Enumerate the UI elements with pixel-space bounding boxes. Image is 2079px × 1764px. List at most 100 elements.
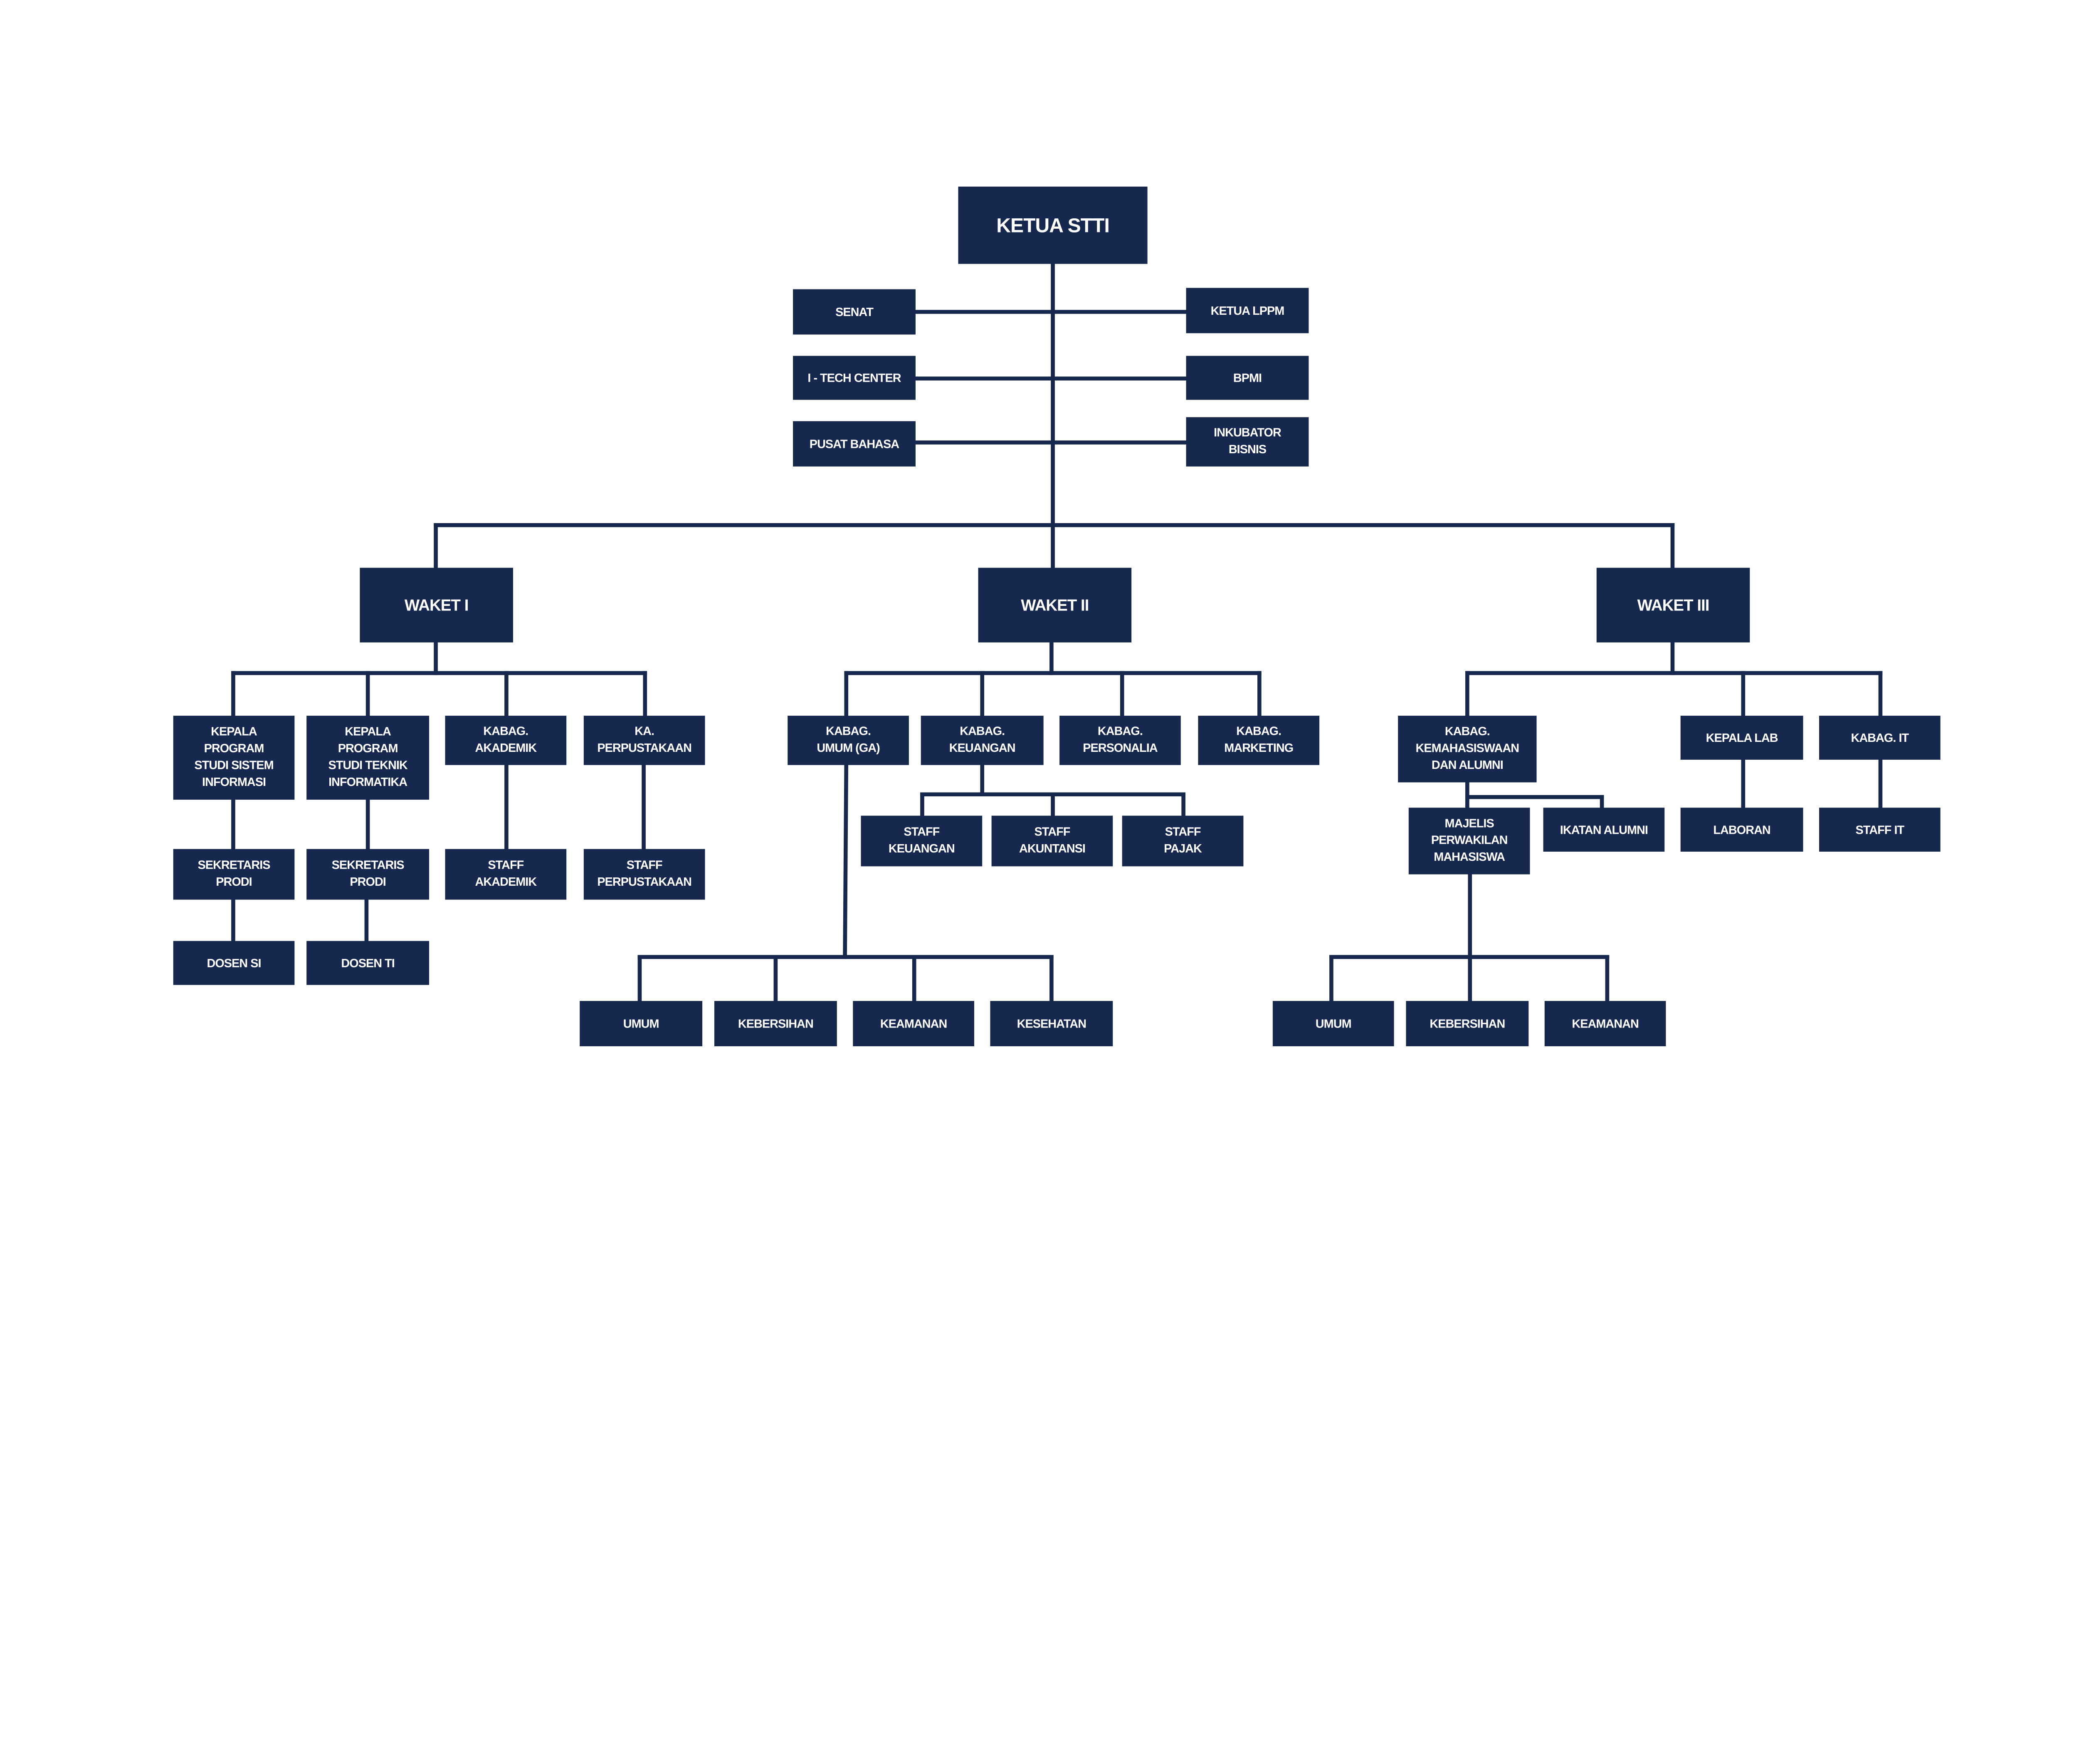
node-label: BPMI (1233, 372, 1262, 385)
node-label: IKATAN ALUMNI (1560, 823, 1648, 837)
node-box (861, 815, 983, 867)
node-label: PUSAT BAHASA (810, 437, 899, 451)
org-node-kabag-umum: KABAG.UMUM (GA) (788, 716, 909, 765)
node-box (360, 568, 513, 642)
node-label: AKADEMIK (475, 741, 537, 755)
node-label: KEBERSIHAN (1430, 1018, 1505, 1031)
node-label: PAJAK (1164, 842, 1202, 855)
node-box (1543, 808, 1665, 852)
org-node-umum-ga: UMUM (580, 1001, 703, 1047)
node-label: PRODI (216, 875, 252, 889)
node-label: KABAG. (483, 724, 528, 738)
node-box (306, 716, 430, 800)
org-node-bpmi: BPMI (1186, 356, 1309, 400)
node-box (958, 186, 1148, 264)
node-label: KEMAHASISWAAN (1416, 741, 1519, 755)
org-chart: KETUA STTI SENAT KETUA LPPM I - TECH CENTER… (173, 186, 1941, 1047)
org-node-keamanan-ga: KEAMANAN (853, 1001, 974, 1047)
node-label: AKADEMIK (475, 875, 537, 889)
node-label: INFORMASI (202, 776, 266, 789)
org-node-sekretaris-si: SEKRETARIS PRODI (173, 849, 295, 900)
node-box (990, 1001, 1113, 1047)
node-box (793, 356, 916, 400)
node-label: INKUBATOR (1214, 426, 1281, 440)
node-box (1596, 568, 1750, 642)
org-node-kabag-marketing: KABAG.MARKETING (1198, 716, 1320, 765)
node-label: STUDI TEKNIK (328, 759, 407, 772)
node-box (1272, 1001, 1394, 1047)
node-label: STAFF (627, 859, 662, 872)
node-box (1059, 716, 1181, 765)
node-label: KEUANGAN (949, 741, 1015, 755)
node-label: STAFF (904, 825, 939, 838)
node-label: KESEHATAN (1017, 1018, 1086, 1031)
org-node-sekretaris-ti: SEKRETARIS PRODI (306, 849, 430, 900)
node-box (714, 1001, 837, 1047)
org-node-dosen-ti: DOSEN TI (306, 941, 430, 985)
node-box (1680, 716, 1803, 760)
node-box (1198, 716, 1320, 765)
org-node-staff-akuntansi: STAFF AKUNTANSI (991, 815, 1113, 867)
node-label: PROGRAM (338, 742, 398, 755)
node-label: PERPUSTAKAAN (597, 875, 691, 889)
node-label: UMUM (623, 1018, 659, 1031)
org-node-laboran: LABORAN (1680, 808, 1803, 852)
node-box (583, 849, 705, 900)
node-label: DOSEN SI (207, 957, 261, 970)
node-box (921, 716, 1044, 765)
node-label: KABAG. (1236, 724, 1281, 738)
org-node-umum-mhs: UMUM (1272, 1001, 1394, 1047)
node-box (1819, 716, 1941, 760)
node-label: KEPALA LAB (1706, 731, 1778, 745)
node-label: SENAT (835, 306, 874, 319)
org-node-kepala-lab: KEPALA LAB (1680, 716, 1803, 760)
node-label: SEKRETARIS (332, 859, 405, 872)
org-node-kabag-akademik: KABAG. AKADEMIK (445, 716, 567, 765)
node-box (445, 716, 567, 765)
org-node-waket2: WAKET II (978, 568, 1132, 642)
node-label: WAKET III (1637, 597, 1709, 615)
node-label: DOSEN TI (341, 957, 394, 970)
node-label: PERPUSTAKAAN (597, 741, 691, 755)
node-label: STUDI SISTEM (194, 759, 273, 772)
connector-lines (231, 262, 1883, 1003)
org-node-ikatan-alumni: IKATAN ALUMNI (1543, 808, 1665, 852)
org-node-kabag-it: KABAG. IT (1819, 716, 1941, 760)
node-label: AKUNTANSI (1019, 842, 1085, 855)
org-node-dosen-si: DOSEN SI (173, 941, 295, 985)
org-node-kebersihan-mhs: KEBERSIHAN (1406, 1001, 1529, 1047)
node-label: PRODI (350, 875, 386, 889)
org-node-keamanan-mhs: KEAMANAN (1544, 1001, 1666, 1047)
node-box (173, 941, 295, 985)
org-node-pusat-bahasa: PUSAT BAHASA (793, 421, 916, 467)
node-label: KABAG. (1445, 725, 1490, 738)
node-label: KEPALA (345, 725, 391, 739)
node-label: INFORMATIKA (328, 776, 407, 789)
node-label: SEKRETARIS (198, 859, 270, 872)
node-box (306, 849, 430, 900)
node-label: KEPALA (211, 725, 257, 739)
node-label: WAKET I (405, 597, 468, 615)
node-label: DAN ALUMNI (1432, 758, 1503, 772)
node-label: KETUA LPPM (1211, 304, 1284, 318)
org-node-itech: I - TECH CENTER (793, 356, 916, 400)
node-label: KEBERSIHAN (738, 1018, 813, 1031)
node-label: LABORAN (1713, 823, 1770, 837)
org-node-ka-perpustakaan: KA.PERPUSTAKAAN (583, 716, 705, 765)
node-label: MAHASISWA (1434, 850, 1505, 864)
org-node-kabag-keuangan: KABAG.KEUANGAN (921, 716, 1044, 765)
node-label: STAFF (1034, 825, 1070, 838)
org-node-kaprodi-ti: KEPALA PROGRAM STUDI TEKNIK INFORMATIKA (306, 716, 430, 800)
node-label: KETUA STTI (996, 214, 1109, 237)
node-label: PERSONALIA (1083, 741, 1158, 755)
org-node-waket3: WAKET III (1596, 568, 1750, 642)
node-box (853, 1001, 974, 1047)
org-node-kabag-personalia: KABAG.PERSONALIA (1059, 716, 1181, 765)
org-node-staff-it: STAFF IT (1819, 808, 1941, 852)
node-box (793, 421, 916, 467)
